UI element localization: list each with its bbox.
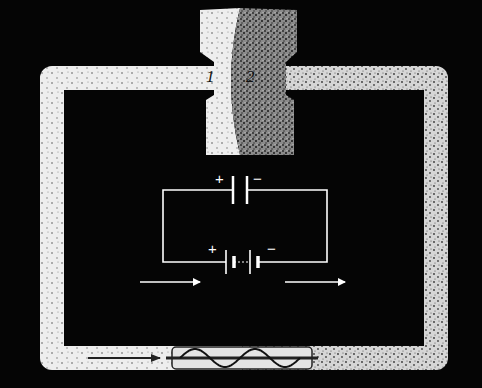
flow-arrow (88, 357, 160, 359)
block-shape (231, 8, 297, 155)
callout-number: 1 (206, 68, 215, 85)
label-holder: + (215, 170, 224, 188)
label-holder: − (267, 240, 276, 258)
current-arrow (140, 281, 200, 283)
current-arrow (285, 281, 345, 283)
block-outline (218, 6, 300, 158)
capacitor-symbol (233, 176, 247, 204)
screw-pump (166, 347, 318, 369)
battery-symbol (226, 250, 258, 274)
label-holder: − (253, 170, 262, 188)
polarity-sign: − (267, 240, 276, 257)
callout-number: 2 (246, 68, 255, 85)
circuit-wire (163, 190, 327, 262)
polarity-sign: + (215, 170, 224, 187)
polarity-sign: + (208, 240, 217, 257)
electrode-block: 2 (218, 6, 300, 158)
label-holder: + (208, 240, 217, 258)
screw-helix (180, 349, 300, 367)
polarity-sign: − (253, 170, 262, 187)
